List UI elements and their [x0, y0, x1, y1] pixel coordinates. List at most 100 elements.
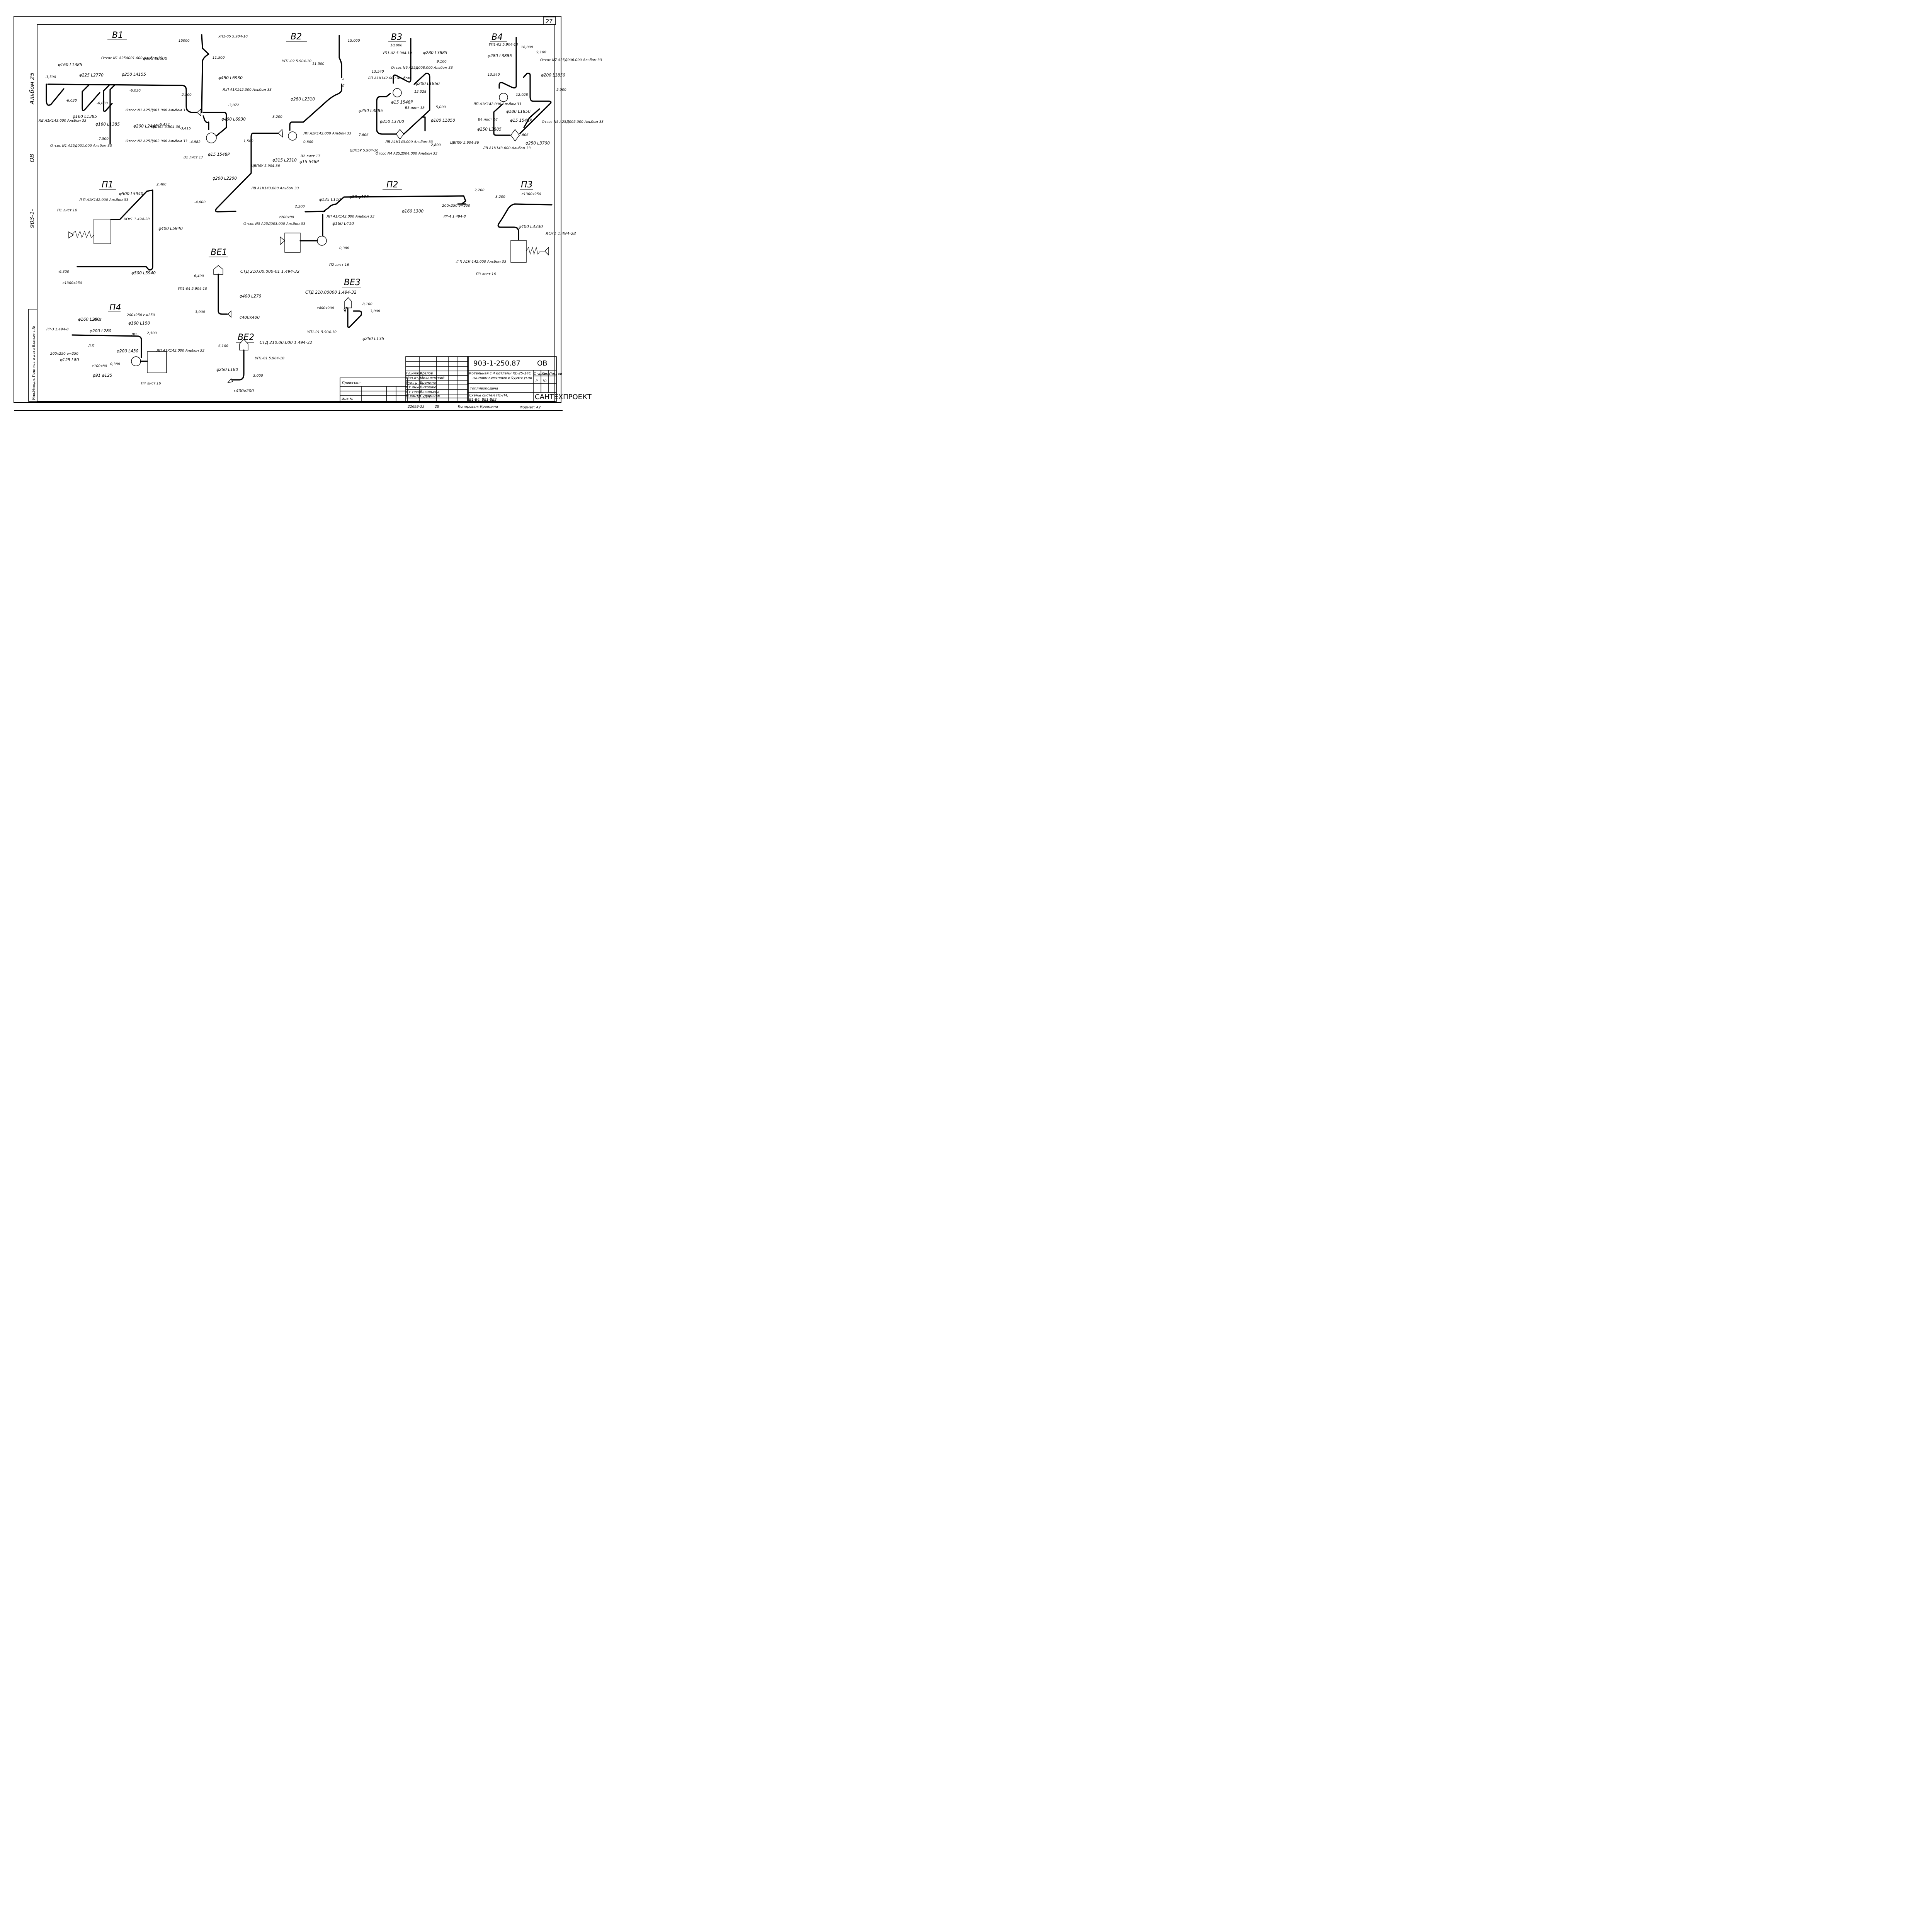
annotation-label: 200х250 е=500: [442, 204, 470, 208]
privyazan-label: Привязан:: [342, 381, 361, 385]
title-p1: П1: [102, 180, 114, 190]
annotation-label: б: [342, 84, 345, 88]
side-stamp-section: ОВ: [29, 154, 36, 162]
annotation-label: Отсос N7 А25Д006.000 Альбом 33: [540, 58, 602, 62]
annotation-label: φ180 L1850: [506, 109, 531, 114]
annotation-label: с400х400: [240, 315, 260, 320]
inv-no-label: Инв.№: [342, 398, 353, 401]
doc-section: ОВ: [537, 359, 548, 367]
annotation-label: φ160 L300: [402, 209, 424, 214]
annotation-label: φ180 L1850: [431, 118, 455, 123]
annotation-label: Козлов: [420, 372, 433, 376]
motor-b4: [499, 93, 508, 102]
annotation-label: ЛВ А1К143.000 Альбом 33: [483, 146, 531, 150]
drawing-sheet: 27 903-1- ОВ Альбом 25 Инв.№подл. Подпис…: [14, 16, 604, 411]
annotation-label: φ125 L110: [319, 197, 341, 202]
annotation-label: П4 лист 16: [141, 382, 161, 386]
annotation-label: УП1-01 5.904-10: [255, 357, 284, 361]
duct-b2: [215, 35, 342, 213]
annotation-label: φ280 L3885: [488, 54, 512, 58]
deflector-be3: [344, 297, 352, 308]
annotation-label: φ160 L1385: [58, 63, 82, 67]
annotation-label: 0,380: [339, 247, 349, 250]
annotation-label: 15,000: [348, 39, 360, 43]
page-number-box: [543, 17, 556, 25]
unit-p3: [510, 240, 527, 263]
unit-p1: [94, 219, 111, 244]
annotation-label: Васильева: [420, 390, 439, 394]
duct-b3: [376, 38, 430, 135]
annotation-label: Лист: [541, 372, 551, 376]
grille-be3: [344, 306, 347, 313]
grille-be2: [227, 378, 233, 383]
annotation-label: 6,400: [194, 274, 204, 278]
annotation-label: -6,473: [158, 123, 170, 127]
annotation-label: ЛП А1К142.000 Альбом 33: [303, 132, 351, 136]
fan-b1: [196, 108, 201, 117]
annotation-label: φ15 1548Р: [208, 152, 230, 157]
fan-p4: [131, 356, 141, 366]
annotation-label: Отсос N1 А25Д001.000 Альбом 33: [50, 144, 112, 148]
side-stamp-album: Альбом 25: [29, 73, 36, 105]
annotation-label: ЦВП5У 5.904-36: [350, 149, 379, 153]
annotation-label: 3,200: [272, 115, 282, 119]
annotation-label: УП1-01 5.904-10: [307, 330, 337, 334]
annotation-label: 9,100: [536, 51, 546, 54]
annotation-label: -3,500: [45, 75, 56, 79]
annotation-label: -3,415: [180, 127, 191, 131]
annotation-label: ЛВ А1К143.000 Альбом 33: [385, 140, 433, 144]
title-be3: ВЕ3: [344, 278, 361, 287]
annotation-label: φ250 L3885: [477, 127, 502, 132]
annotation-label: φ160 L1385: [95, 122, 120, 127]
drawing-title-2: В1-В4, ВЕ1-ВЕ3: [469, 398, 497, 402]
annotation-label: φ500 L5940: [119, 192, 143, 196]
annotation-label: 200х250 е=250: [127, 313, 155, 317]
duct-p4: [71, 334, 142, 358]
annotation-label: Л.П: [88, 344, 95, 348]
inlet-grille-p3: [544, 247, 549, 256]
doc-code: 903-1-250.87: [473, 359, 520, 367]
annotation-label: φ400 L5940: [158, 226, 183, 231]
annotation-label: УП1-05 5.904-10: [218, 35, 248, 39]
annotation-label: φ160 L150: [128, 321, 150, 326]
fan-b3: [396, 129, 404, 140]
annotation-label: -4,982: [189, 140, 201, 144]
annotation-label: 13,540: [372, 70, 384, 74]
annotation-label: УП1-02 5.904-10: [489, 43, 518, 47]
footer-page: 28: [435, 405, 439, 409]
fan-p2: [317, 236, 327, 246]
annotation-label: П3 лист 16: [476, 272, 496, 276]
annotation-label: φ15 1548Р: [510, 118, 532, 123]
annotation-label: 2,500: [182, 93, 192, 97]
annotation-label: φ125 L80: [60, 358, 79, 362]
annotation-label: φ315 L2310: [272, 158, 297, 163]
title-b3: В3: [391, 32, 402, 42]
motor-b3: [393, 88, 402, 97]
annotation-label: 0,800: [303, 140, 313, 144]
annotation-label: -6,030: [129, 89, 141, 93]
motor-b2: [288, 131, 297, 141]
duct-b1-branch4: [109, 85, 115, 145]
annotation-label: φ400 L3330: [519, 224, 543, 229]
annotation-label: φ250 L180: [216, 367, 238, 372]
annotation-label: φ160 L1385: [73, 114, 97, 119]
annotation-label: 6,100: [218, 344, 228, 348]
annotation-label: 11,500: [213, 56, 225, 60]
fan-b4: [510, 129, 520, 142]
annotation-label: Судариков: [420, 395, 440, 398]
annotation-label: -3,072: [228, 104, 239, 107]
annotation-label: φ225 L2770: [79, 73, 104, 78]
annotation-label: φ15 548Р: [299, 160, 319, 164]
annotation-label: РР-4 1.494-8: [444, 215, 466, 219]
title-be2: ВЕ2: [238, 333, 254, 342]
annotation-label: Отсос N4 А25Д004.000 Альбом 33: [376, 152, 437, 156]
annotation-label: Нач.отд: [406, 376, 420, 380]
annotation-label: Л.П А1К142.000 Альбом 33: [222, 88, 272, 92]
sheet-title: Топливоподача: [470, 387, 498, 391]
deflector-be2: [239, 338, 248, 350]
format-label: Формат: А2: [520, 406, 541, 410]
annotation-label: 18,000: [521, 46, 533, 49]
annotation-label: φ200 L430: [117, 349, 139, 354]
annotation-label: СТД 210.00000 1.494-32: [305, 290, 357, 295]
annotation-label: Отсос N2 А25Д002.000 Альбом 33: [126, 139, 187, 143]
